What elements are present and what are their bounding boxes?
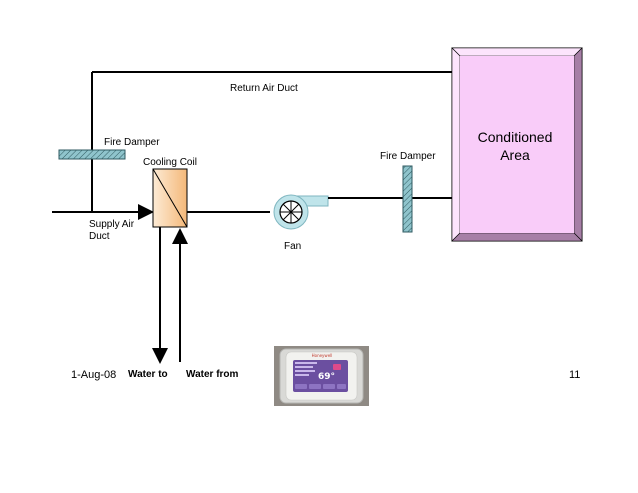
footer-date: 1-Aug-08 xyxy=(71,369,116,381)
fire-damper-right-label: Fire Damper xyxy=(380,151,436,162)
fire-damper-left-label: Fire Damper xyxy=(104,137,160,148)
fan-icon xyxy=(273,194,329,230)
water-from-label: Water from xyxy=(186,369,239,380)
page-number: 11 xyxy=(569,369,580,381)
cooling-coil-label: Cooling Coil xyxy=(143,157,197,168)
conditioned-area-label-line2: Area xyxy=(500,147,530,163)
fire-damper-right xyxy=(402,165,413,233)
fire-damper-left xyxy=(58,149,126,160)
thermostat-brand: Honeywell xyxy=(312,353,333,358)
fan-label: Fan xyxy=(284,241,301,252)
return-air-duct-label: Return Air Duct xyxy=(230,83,298,94)
thermostat-photo: Honeywell 69° xyxy=(274,346,369,406)
thermostat-temperature: 69° xyxy=(318,372,335,382)
conditioned-area-label-line1: Conditioned xyxy=(478,129,553,145)
supply-air-duct-label-line2: Duct xyxy=(89,231,110,242)
conditioned-area xyxy=(451,47,583,242)
return-air-duct xyxy=(91,71,452,212)
water-to-label: Water to xyxy=(128,369,168,380)
cooling-coil xyxy=(152,168,188,228)
supply-air-duct-label-line1: Supply Air xyxy=(89,219,135,230)
